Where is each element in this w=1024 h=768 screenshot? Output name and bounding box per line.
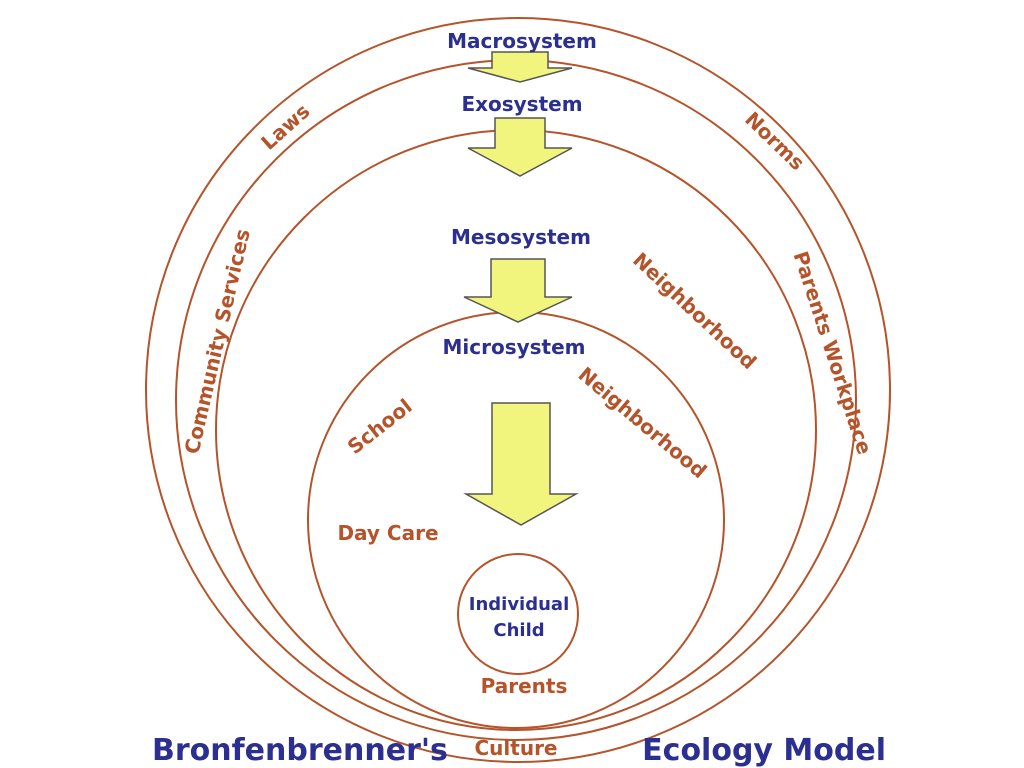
parents-workplace-label: Parents Workplace bbox=[788, 248, 876, 457]
individual-child-ring bbox=[457, 553, 579, 675]
title-right: Ecology Model bbox=[642, 733, 886, 768]
macro-to-exo-arrow bbox=[467, 51, 573, 83]
community-services-label: Community Services bbox=[180, 227, 255, 457]
microsystem-label: Microsystem bbox=[442, 335, 585, 359]
culture-label: Culture bbox=[475, 736, 558, 760]
exo-to-meso-arrow bbox=[467, 117, 573, 177]
exosystem-label: Exosystem bbox=[461, 92, 582, 116]
mesosystem-label: Mesosystem bbox=[451, 225, 591, 249]
neighborhood-outer-label: Neighborhood bbox=[628, 248, 761, 374]
individual-label: Individual bbox=[469, 594, 570, 615]
macrosystem-label: Macrosystem bbox=[447, 29, 597, 53]
school-label: School bbox=[343, 394, 417, 459]
micro-to-child-arrow bbox=[463, 402, 579, 526]
laws-label: Laws bbox=[256, 99, 314, 155]
title-left: Bronfenbrenner's bbox=[152, 733, 448, 768]
neighborhood-inner-label: Neighborhood bbox=[574, 362, 712, 483]
meso-to-micro-arrow bbox=[463, 258, 573, 323]
norms-label: Norms bbox=[740, 107, 809, 175]
child-label: Child bbox=[493, 620, 544, 641]
parents-label: Parents bbox=[481, 674, 568, 698]
day-care-label: Day Care bbox=[337, 521, 438, 545]
macrosystem-ring bbox=[145, 17, 891, 763]
